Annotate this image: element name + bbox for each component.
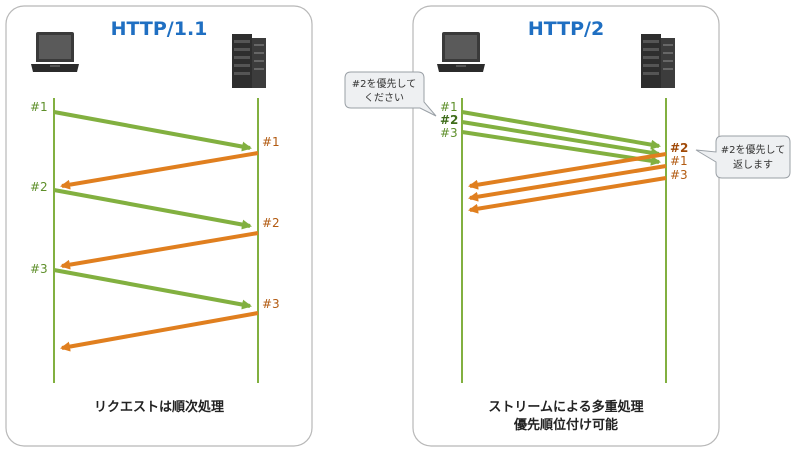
request-arrow-1 — [53, 110, 252, 152]
client-label-1: #1 — [30, 100, 48, 114]
server-icon — [641, 34, 675, 88]
server-bubble-line-1: #2を優先して — [721, 143, 785, 156]
http1-caption: リクエストは順次処理 — [94, 399, 224, 415]
server-bubble-line-2: 返します — [733, 159, 773, 171]
server-label-2: #2 — [262, 216, 280, 230]
server-priority-bubble: #2を優先して 返します — [695, 135, 791, 179]
server-label-3: #3 — [670, 168, 688, 182]
server-label-1: #1 — [262, 135, 280, 149]
client-priority-bubble: #2を優先して ください — [344, 71, 437, 117]
http1-title: HTTP/1.1 — [111, 18, 208, 40]
request-arrow-2 — [53, 188, 252, 230]
response-arrow-2 — [60, 231, 259, 270]
response-arrow-3 — [60, 311, 259, 352]
http1-panel: HTTP/1.1 — [5, 5, 313, 447]
response-arrow-1 — [468, 164, 667, 202]
server-label-2: #2 — [670, 141, 688, 155]
client-label-3: #3 — [440, 126, 458, 140]
request-arrow-3 — [461, 130, 661, 166]
http2-title: HTTP/2 — [528, 18, 604, 40]
request-arrow-3 — [53, 268, 252, 310]
client-label-2: #2 — [440, 113, 458, 127]
request-arrow-1 — [461, 110, 661, 150]
http2-caption-line-1: ストリームによる多重処理 — [488, 399, 643, 415]
server-label-3: #3 — [262, 297, 280, 311]
laptop-icon — [31, 32, 79, 72]
client-bubble-line-2: ください — [364, 92, 404, 104]
laptop-icon — [437, 32, 485, 72]
client-label-2: #2 — [30, 180, 48, 194]
server-icon — [232, 34, 266, 88]
client-label-3: #3 — [30, 262, 48, 276]
response-arrow-2 — [468, 152, 667, 190]
client-label-1: #1 — [440, 100, 458, 114]
response-arrow-1 — [60, 151, 259, 190]
http2-caption-line-2: 優先順位付け可能 — [513, 417, 618, 433]
server-label-1: #1 — [670, 154, 688, 168]
request-arrow-2 — [461, 120, 661, 158]
response-arrow-3 — [468, 176, 667, 214]
http2-panel: HTTP/2 — [344, 5, 791, 447]
client-bubble-line-1: #2を優先して — [352, 77, 416, 90]
